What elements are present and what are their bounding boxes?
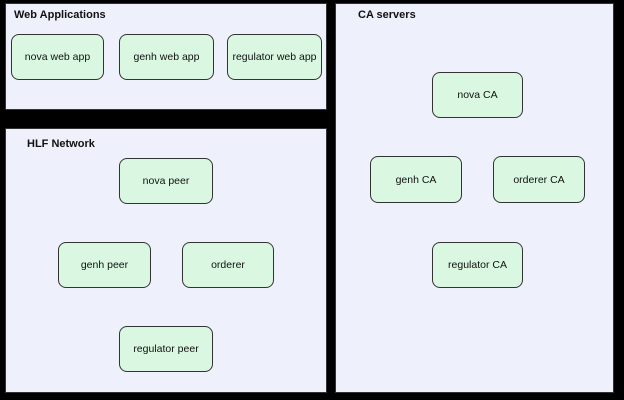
- node-label: regulator peer: [133, 343, 199, 355]
- node-label: orderer: [211, 259, 245, 271]
- node-label: nova peer: [142, 175, 190, 187]
- node-nova-peer: nova peer: [119, 158, 213, 204]
- node-label: genh CA: [395, 173, 437, 186]
- node-regulator-ca: regulator CA: [432, 242, 523, 288]
- node-genh-ca: genh CA: [370, 156, 462, 203]
- node-genh-web-app: genh web app: [119, 34, 214, 80]
- node-nova-web-app: nova web app: [11, 34, 104, 80]
- node-label: regulator web app: [232, 51, 317, 63]
- node-label: regulator CA: [448, 259, 507, 271]
- node-label: orderer CA: [513, 173, 565, 186]
- node-regulator-peer: regulator peer: [119, 326, 213, 372]
- node-genh-peer: genh peer: [58, 242, 151, 288]
- node-orderer: orderer: [182, 242, 274, 288]
- node-regulator-web-app: regulator web app: [227, 34, 322, 80]
- cluster-title-ca-servers: CA servers: [358, 9, 416, 21]
- node-label: nova CA: [457, 89, 498, 101]
- node-label: nova web app: [24, 51, 91, 63]
- node-label: genh web app: [133, 51, 200, 63]
- cluster-title-hlf-network: HLF Network: [27, 138, 95, 150]
- node-label: genh peer: [80, 259, 129, 271]
- cluster-title-web-applications: Web Applications: [14, 9, 106, 21]
- node-orderer-ca: orderer CA: [493, 156, 585, 203]
- node-nova-ca: nova CA: [432, 72, 523, 118]
